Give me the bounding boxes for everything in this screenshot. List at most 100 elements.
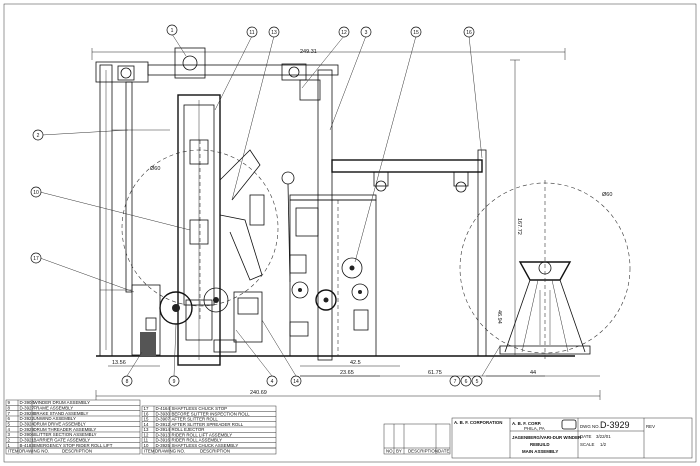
- title-line-3: MAIN ASSEMBLY: [522, 449, 558, 454]
- dim-center-c: 61.75: [428, 370, 442, 376]
- plm-cell-dwg: D-3913: [156, 432, 171, 437]
- plm-cell-dwg: D-4164: [156, 406, 171, 411]
- pll-cell-no: 2: [8, 438, 11, 443]
- rev-header-date: DATE: [438, 449, 449, 454]
- winder-main-assembly: Ø60: [95, 47, 631, 366]
- dim-overall-width: 249.31: [300, 49, 317, 55]
- dim-center-a: 42.5: [350, 360, 361, 366]
- balloon-9: 9: [173, 379, 176, 385]
- bottom-dimensions: 13.56 42.5 23.65 61.75 44 240.69: [95, 360, 601, 400]
- balloon-17: 17: [33, 256, 39, 262]
- item-balloons: 1 11 13 12 3 15 16 2 10 17 8 9 4 14 7 6 …: [30, 24, 483, 387]
- balloon-11: 11: [249, 30, 254, 36]
- label-scale: SCALE: [580, 442, 594, 447]
- company-city: PHILA, PA: [524, 426, 545, 431]
- pll-cell-desc: SLITTER SECTION ASSEMBLY: [34, 432, 97, 437]
- plm-cell-dwg: D-3916: [156, 438, 171, 443]
- pll-cell-desc: DRUM THREADER ASSEMBLY: [34, 427, 97, 432]
- plm-cell-dwg: D-3912: [156, 422, 171, 427]
- pll-cell-no: 5: [8, 422, 11, 427]
- plm-cell-no: 14: [144, 422, 149, 427]
- pll-cell-desc: EMERGENCY STOP RIDER ROLL LIFT: [34, 443, 113, 448]
- balloon-8: 8: [126, 379, 129, 385]
- pll-cell-dwg: D-3927: [20, 406, 35, 411]
- balloon-6: 6: [465, 379, 468, 385]
- pll-cell-dwg: D-3906: [20, 432, 35, 437]
- label-dwg: DWG NO.: [580, 424, 600, 429]
- balloon-10: 10: [33, 190, 39, 196]
- pll-cell-dwg: D-3922: [20, 416, 35, 421]
- plm-header-no: ITEM: [144, 449, 155, 454]
- pll-cell-desc: DRUM DRIVE ASSEMBLY: [34, 422, 86, 427]
- balloon-3: 3: [365, 30, 368, 36]
- balloon-16: 16: [466, 30, 472, 36]
- balloon-2: 2: [37, 133, 40, 139]
- plm-cell-no: 12: [144, 432, 149, 437]
- abf-logo: [561, 419, 577, 430]
- dim-roll-left-dia: Ø60: [150, 166, 160, 172]
- plm-cell-dwg: D-3925: [156, 443, 171, 448]
- pll-cell-no: 3: [8, 432, 11, 437]
- plm-cell-desc: AFTER SLITTER ROLL: [172, 417, 219, 422]
- pll-cell-no: 1: [8, 443, 11, 448]
- company-name: A. B. F. CORPORATION: [454, 420, 502, 425]
- label-date: DATE: [580, 434, 591, 439]
- right-height-dimension: 167.72 46.94: [496, 59, 522, 355]
- dim-base-length: 240.69: [250, 390, 267, 396]
- plm-cell-desc: ROLL EJECTOR: [172, 427, 205, 432]
- revision-block: NO. BY DESCRIPTION DATE: [383, 423, 451, 455]
- dim-center-b: 23.65: [340, 370, 354, 376]
- pll-cell-dwg: D-3928: [20, 411, 35, 416]
- pll-cell-dwg: D-3929: [20, 427, 35, 432]
- pll-cell-no: 4: [8, 427, 11, 432]
- drawing-scale: 1/2: [600, 442, 607, 447]
- balloon-4: 4: [271, 379, 274, 385]
- dim-lower-right-height: 46.94: [496, 310, 502, 324]
- plm-cell-dwg: D-3907: [156, 417, 171, 422]
- pll-cell-desc: UNWIND ASSEMBLY: [34, 416, 76, 421]
- plm-cell-no: 17: [144, 406, 149, 411]
- pll-cell-dwg: D-3904: [20, 400, 35, 405]
- plm-cell-no: 13: [144, 427, 149, 432]
- pll-cell-desc: WINDER DRUM ASSEMBLY: [34, 400, 91, 405]
- plm-cell-no: 11: [144, 438, 149, 443]
- plm-cell-dwg: D-3930: [156, 411, 171, 416]
- pll-cell-desc: BARRIER GATE ASSEMBLY: [34, 438, 91, 443]
- pll-header-desc: DESCRIPTION: [62, 449, 92, 454]
- pll-cell-desc: FRAME ASSEMBLY: [34, 406, 74, 411]
- title-line-1: JAGENBERG/VARI-DUR WINDER: [512, 435, 582, 440]
- balloon-12: 12: [341, 30, 347, 36]
- plm-cell-dwg: D-3914: [156, 427, 171, 432]
- balloon-14: 14: [293, 379, 299, 385]
- plm-cell-desc: RIDER ROLL LIFT ASSEMBLY: [172, 432, 233, 437]
- pll-header-no: ITEM: [8, 449, 19, 454]
- drawing-number: D-3929: [600, 420, 630, 430]
- label-rev: REV: [646, 424, 655, 429]
- rev-header-no: NO.: [386, 449, 394, 454]
- plm-cell-no: 16: [144, 411, 149, 416]
- pll-cell-no: 8: [8, 406, 11, 411]
- drawing-date: 3/22/01: [596, 434, 611, 439]
- balloon-5: 5: [476, 379, 479, 385]
- plm-cell-no: 15: [144, 417, 149, 422]
- pll-cell-dwg: B-4183: [20, 443, 35, 448]
- balloon-15: 15: [413, 30, 419, 36]
- dim-left-offset: 13.56: [112, 360, 126, 366]
- balloon-7: 7: [454, 379, 457, 385]
- plm-cell-desc: BEFORE SLITTER INSPECTION ROLL: [172, 411, 251, 416]
- pll-header-dwg: DRAWING NO.: [19, 449, 49, 454]
- pll-cell-no: 9: [8, 400, 11, 405]
- plm-cell-no: 10: [144, 443, 149, 448]
- pll-cell-desc: BRAKE STAND ASSEMBLY: [34, 411, 89, 416]
- balloon-13: 13: [271, 30, 277, 36]
- pll-cell-no: 6: [8, 416, 11, 421]
- leader-lines: [39, 33, 501, 377]
- dim-roll-right-dia: Ø60: [602, 192, 612, 198]
- rev-header-by: BY: [396, 449, 402, 454]
- rev-header-desc: DESCRIPTION: [408, 449, 438, 454]
- title-block: A. B. F. CORPORATION A. B. F. CORP. PHIL…: [451, 417, 693, 459]
- plm-header-dwg: DRAWING NO.: [155, 449, 185, 454]
